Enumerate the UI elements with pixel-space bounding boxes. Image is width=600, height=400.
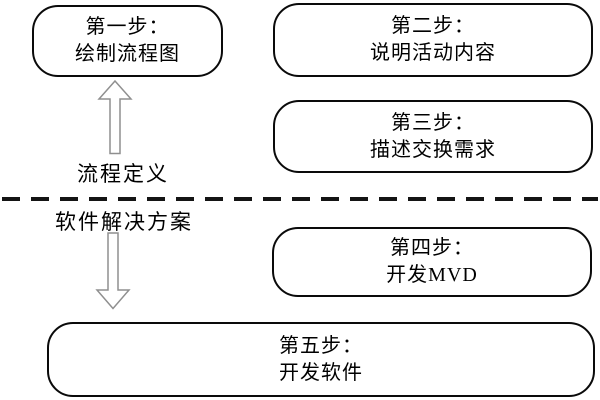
up-arrow-icon bbox=[97, 80, 133, 155]
step2-desc: 说明活动内容 bbox=[370, 42, 496, 64]
step4-desc: 开发MVD bbox=[386, 264, 478, 286]
step5-desc: 开发软件 bbox=[279, 361, 363, 384]
process-definition-label: 流程定义 bbox=[77, 162, 169, 186]
dashed-divider-line bbox=[2, 197, 598, 201]
step2-box: 第二步： 说明活动内容 bbox=[273, 3, 593, 77]
step5-box: 第五步： 开发软件 bbox=[47, 322, 595, 397]
step1-box: 第一步： 绘制流程图 bbox=[32, 5, 223, 77]
step3-desc: 描述交换需求 bbox=[370, 138, 496, 161]
step1-desc: 绘制流程图 bbox=[75, 43, 180, 65]
step3-title: 第三步： bbox=[391, 111, 475, 134]
down-arrow-icon bbox=[95, 232, 131, 310]
step2-title: 第二步： bbox=[391, 15, 475, 37]
step4-title: 第四步： bbox=[390, 237, 474, 259]
step1-title: 第一步： bbox=[85, 16, 170, 38]
step4-box: 第四步： 开发MVD bbox=[272, 227, 592, 297]
software-solution-label: 软件解决方案 bbox=[55, 210, 193, 234]
step3-box: 第三步： 描述交换需求 bbox=[273, 100, 593, 173]
step5-title: 第五步： bbox=[279, 334, 363, 357]
